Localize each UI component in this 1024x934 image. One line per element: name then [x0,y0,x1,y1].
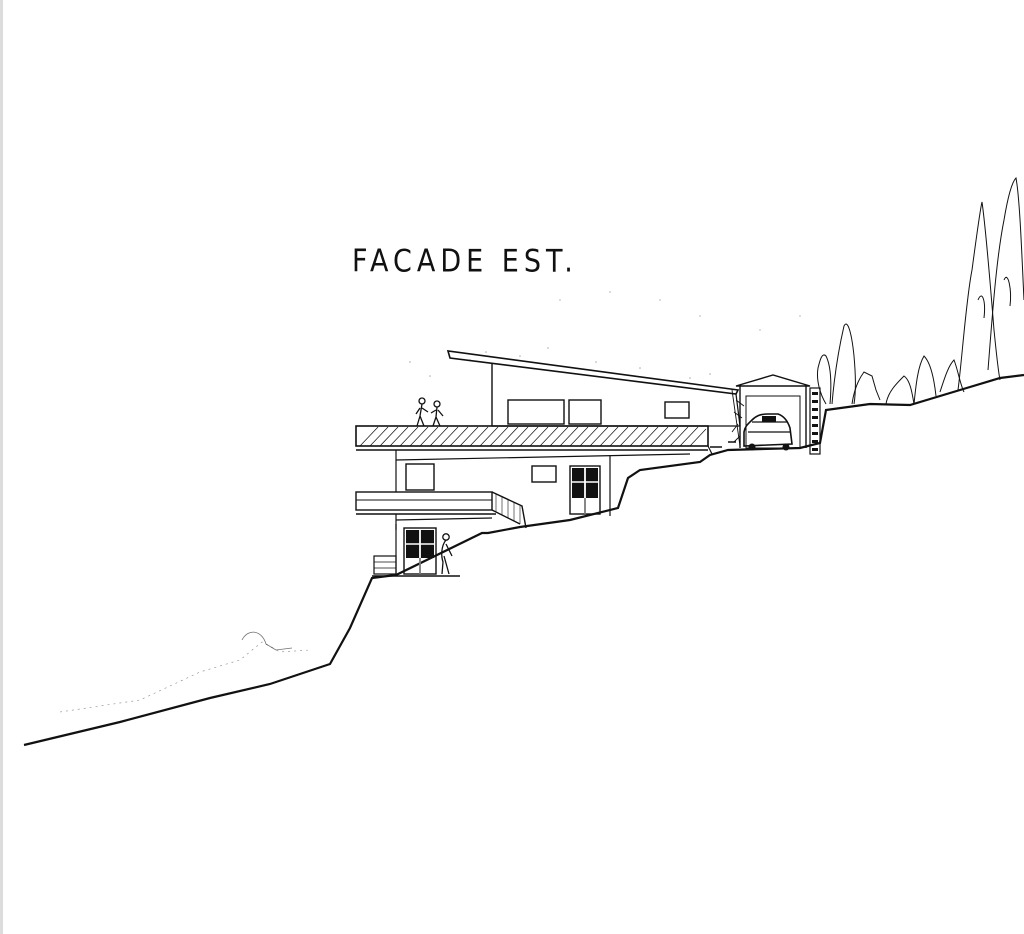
middle-door [569,465,601,515]
two-people-figure [415,397,444,427]
middle-storey [395,450,691,516]
stipple-shading [409,291,801,379]
lower-terrace-rail [373,555,397,575]
background-terrain-trace [59,641,311,713]
garage [735,374,811,449]
stone-pillar [809,387,821,455]
shed-roof [446,350,740,426]
ground-line [23,373,1024,747]
background-terrain-trace [241,631,293,651]
drawing-title: FACADE EST. [352,244,578,280]
top-window-right [568,399,602,425]
upper-terrace [355,425,713,455]
middle-window-left [405,463,435,491]
car [743,413,793,451]
lower-door [403,527,437,575]
person-figure [441,533,453,575]
top-small-window [664,401,690,419]
top-window-left [507,399,565,425]
middle-balcony [355,491,527,530]
cypress-trees [817,176,1024,405]
middle-small-window [531,465,557,483]
lower-storey [372,524,460,577]
top-storey [492,393,741,427]
scan-edge [0,0,3,934]
